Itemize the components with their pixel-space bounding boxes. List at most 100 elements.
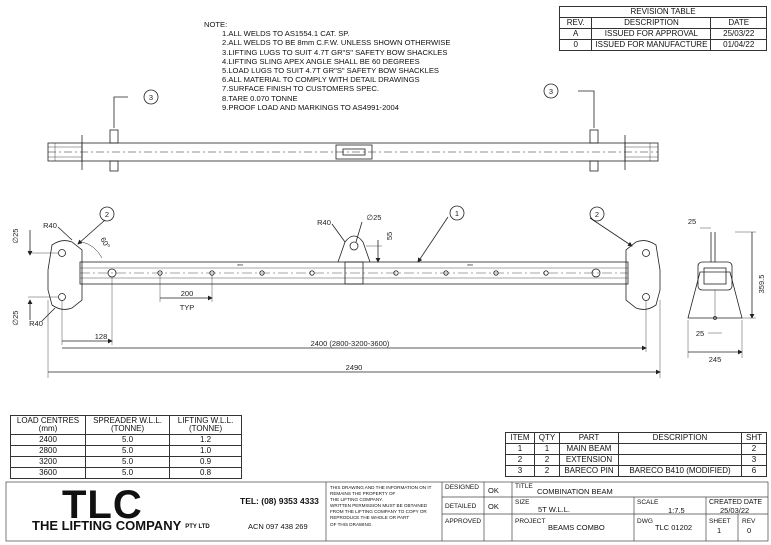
dim-128: 128 <box>95 332 108 341</box>
designed-value: OK <box>488 486 499 495</box>
dim-r40-center: R40 <box>317 218 331 227</box>
load-cell: 5.0 <box>84 467 171 479</box>
parts-header: SHT <box>741 432 767 444</box>
load-cell: 0.9 <box>169 456 242 468</box>
top-view <box>47 90 659 172</box>
dim-dia25-top: ∅25 <box>11 229 20 244</box>
note-line: 4.LIFTING SLING APEX ANGLE SHALL BE 60 D… <box>222 56 420 66</box>
load-cell: 0.8 <box>169 467 242 479</box>
designed-label: DESIGNED <box>445 484 479 491</box>
parts-cell: BARECO PIN <box>559 465 619 477</box>
company-logo: TLC <box>62 483 143 527</box>
table-row: 0 ISSUED FOR MANUFACTURE 01/04/22 <box>558 39 767 51</box>
parts-cell: 6 <box>741 465 767 477</box>
revision-header: DESCRIPTION <box>591 17 712 29</box>
table-row: 3200 5.0 0.9 <box>10 456 242 468</box>
dim-dia25-bottom: ∅25 <box>11 311 20 326</box>
company-name-text: THE LIFTING COMPANY <box>32 518 182 533</box>
approved-label: APPROVED <box>445 518 482 525</box>
load-cell: 1.2 <box>169 434 242 446</box>
load-centres-table: LOAD CENTRES (mm) SPREADER W.L.L. (TONNE… <box>10 415 242 479</box>
load-cell: 3600 <box>10 467 86 479</box>
parts-list-table: ITEM QTY PART DESCRIPTION SHT 1 1 MAIN B… <box>505 432 767 477</box>
balloon-2-right <box>589 206 605 222</box>
parts-header: PART <box>559 432 619 444</box>
table-row: 1 1 MAIN BEAM 2 <box>505 443 767 455</box>
parts-cell: MAIN BEAM <box>559 443 619 455</box>
load-cell: 3200 <box>10 456 86 468</box>
dim-55: 55 <box>385 232 394 240</box>
dwg-label: DWG <box>637 518 653 525</box>
parts-cell: 3 <box>505 465 535 477</box>
company-acn: ACN 097 438 269 <box>248 522 308 531</box>
dim-200: 200 <box>181 289 194 298</box>
balloon-text: 2 <box>595 210 599 219</box>
sheet-value: 1 <box>717 526 722 535</box>
balloon-1 <box>449 205 465 221</box>
note-line: 8.TARE 0.070 TONNE <box>222 93 298 103</box>
note-line: 1.ALL WELDS TO AS1554.1 CAT. SP. <box>222 29 350 39</box>
side-view <box>687 227 756 358</box>
disclaimer-line: WRITTEN PERMISSION MUST BE OBTAINED <box>330 503 428 509</box>
notes-heading: NOTE: <box>204 20 228 29</box>
sheet-label: SHEET <box>709 518 731 525</box>
disclaimer: THIS DRAWING AND THE INFORMATION ON IT R… <box>330 485 432 528</box>
dim-r40-top: R40 <box>43 221 57 230</box>
front-view <box>27 216 661 378</box>
dwg-value: TLC 01202 <box>655 523 693 532</box>
balloon-3-right <box>543 83 559 99</box>
table-row: 2400 5.0 1.2 <box>10 434 242 446</box>
revision-cell: 25/03/22 <box>710 28 767 40</box>
load-cell: 2800 <box>10 445 86 457</box>
note-line: 2.ALL WELDS TO BE 8mm C.F.W. UNLESS SHOW… <box>222 38 451 48</box>
parts-cell: 2 <box>534 454 560 466</box>
scale-value: 1:7.5 <box>668 506 685 515</box>
revision-cell: 0 <box>558 39 593 51</box>
balloon-text: 3 <box>149 93 153 102</box>
disclaimer-line: REPRODUCE THE WHOLE OR PART <box>330 515 410 521</box>
revision-header: DATE <box>710 17 767 29</box>
project-label: PROJECT <box>515 518 546 525</box>
scale-label: SCALE <box>637 499 659 506</box>
parts-cell: BARECO B410 (MODIFIED) <box>618 465 742 477</box>
load-cell: 5.0 <box>84 434 171 446</box>
revision-header: REV. <box>558 17 593 29</box>
load-cell: 5.0 <box>84 445 171 457</box>
disclaimer-line: FROM THE LIFTING COMPANY TO COPY OR <box>330 509 427 515</box>
table-row: 3 2 BARECO PIN BARECO B410 (MODIFIED) 6 <box>505 465 767 477</box>
dim-side-width: 245 <box>709 355 722 364</box>
balloon-2-left <box>99 206 115 222</box>
parts-cell: 1 <box>534 443 560 455</box>
dim-2490: 2490 <box>346 363 363 372</box>
dim-angle: 60° <box>98 236 111 250</box>
rev-value: 0 <box>747 526 752 535</box>
dim-side-height: 359.5 <box>757 275 766 294</box>
dim-typ: TYP <box>180 303 195 312</box>
parts-header: DESCRIPTION <box>618 432 742 444</box>
general-notes: NOTE: 1.ALL WELDS TO AS1554.1 CAT. SP. 2… <box>204 20 450 112</box>
table-row: 2800 5.0 1.0 <box>10 445 242 457</box>
title-value: COMBINATION BEAM <box>537 487 613 496</box>
dim-2400: 2400 (2800-3200-3600) <box>311 339 390 348</box>
parts-cell <box>618 443 742 455</box>
load-cell: 2400 <box>10 434 86 446</box>
parts-cell: 2 <box>741 443 767 455</box>
load-cell: 1.0 <box>169 445 242 457</box>
size-value: 5T W.L.L. <box>538 505 570 514</box>
title-block-frame <box>5 481 769 542</box>
table-row: 2 2 EXTENSION 3 <box>505 454 767 466</box>
dim-side-25b: 25 <box>696 329 704 338</box>
load-header: LIFTING W.L.L. (TONNE) <box>169 415 242 435</box>
size-label: SIZE <box>515 499 530 506</box>
parts-cell: 2 <box>505 454 535 466</box>
parts-cell: 3 <box>741 454 767 466</box>
balloon-text: 1 <box>455 209 459 218</box>
table-row: A ISSUED FOR APPROVAL 25/03/22 <box>558 28 767 40</box>
disclaimer-line: OF THIS DRAWING. <box>330 521 373 527</box>
detailed-value: OK <box>488 502 499 511</box>
load-header: SPREADER W.L.L. (TONNE) <box>84 415 171 435</box>
balloon-3-left <box>143 89 159 105</box>
spacing-marks: *** <box>467 264 473 270</box>
revision-cell: ISSUED FOR APPROVAL <box>591 28 712 40</box>
